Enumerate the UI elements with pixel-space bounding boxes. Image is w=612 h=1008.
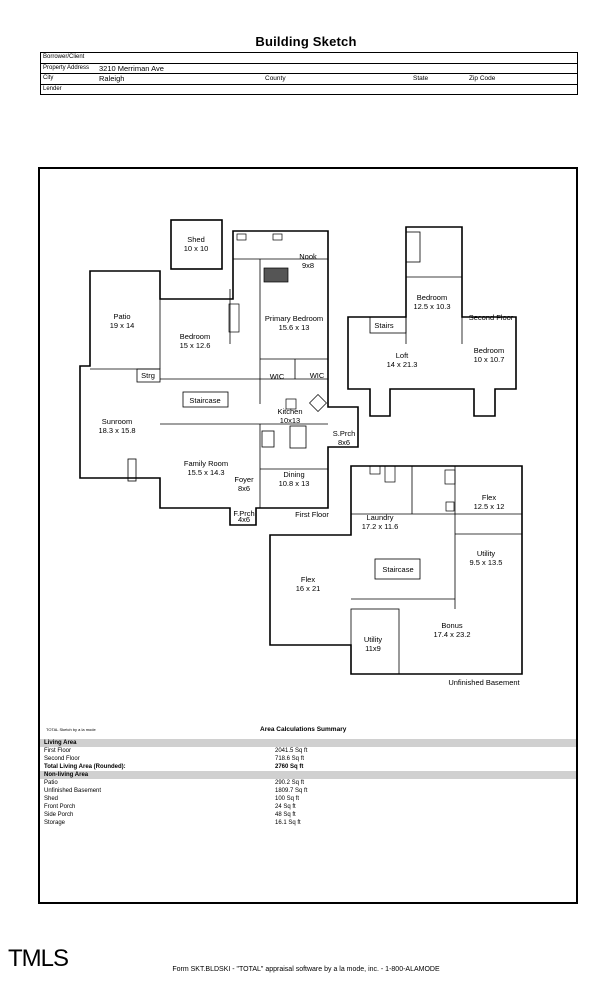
fprch-label: F.Prch xyxy=(233,509,254,518)
wic1-label: WIC xyxy=(270,372,285,381)
utility2-label: Utility xyxy=(364,635,383,644)
bedroom3-dim: 10 x 10.7 xyxy=(474,355,505,364)
bonus-dim: 17.4 x 23.2 xyxy=(433,630,470,639)
address-label: Property Address xyxy=(43,64,90,71)
nonliving-row: Side Porch 48 Sq ft xyxy=(44,812,296,818)
staircase2-label: Staircase xyxy=(382,565,413,574)
staircase1-label: Staircase xyxy=(189,396,220,405)
sketch-frame: Shed 10 x 10 Nook 9x8 Patio 19 x 14 Bedr… xyxy=(38,167,578,904)
first-floor-label: First Floor xyxy=(295,510,329,519)
sprch-dim: 8x6 xyxy=(338,438,350,447)
sunroom-label: Sunroom xyxy=(102,417,132,426)
dining-dim: 10.8 x 13 xyxy=(279,479,310,488)
sunroom-dim: 18.3 x 15.8 xyxy=(98,426,135,435)
nonliving-row: Patio 290.2 Sq ft xyxy=(44,780,305,786)
address-row: Property Address 3210 Merriman Ave xyxy=(41,63,577,74)
total-living-row: Total Living Area (Rounded): 2760 Sq ft xyxy=(44,764,304,770)
bedroom2-label: Bedroom xyxy=(417,293,447,302)
primary-dim: 15.6 x 13 xyxy=(279,323,310,332)
flex2-label: Flex xyxy=(301,575,315,584)
nonliving-row: Unfinished Basement 1809.7 Sq ft xyxy=(44,788,308,794)
fprch-dim: 4x6 xyxy=(238,515,250,524)
laundry-label: Laundry xyxy=(366,513,393,522)
flex2-dim: 16 x 21 xyxy=(296,584,321,593)
state-label: State xyxy=(413,75,429,82)
nook-dim: 9x8 xyxy=(302,261,314,270)
kitchen-dim: 10x13 xyxy=(280,416,300,425)
second-floor-outline xyxy=(347,226,517,417)
basement-label: Unfinished Basement xyxy=(448,678,520,687)
shed-dim: 10 x 10 xyxy=(184,244,209,253)
sprch-label: S.Prch xyxy=(333,429,356,438)
sketch-brand: TOTAL Sketch by a la mode xyxy=(46,727,96,732)
laundry-dim: 17.2 x 11.6 xyxy=(362,522,399,531)
nonliving-row: Storage 16.1 Sq ft xyxy=(44,820,301,826)
foyer-dim: 8x6 xyxy=(238,484,250,493)
city-label: City xyxy=(43,75,54,81)
property-header-table: Borrower/Client Property Address 3210 Me… xyxy=(40,52,578,95)
bedroom1-label: Bedroom xyxy=(180,332,210,341)
city-row: City Raleigh County State Zip Code xyxy=(41,74,577,85)
nonliving-area-header: Non-living Area xyxy=(40,771,576,779)
utility1-label: Utility xyxy=(477,549,496,558)
utility2-dim: 11x9 xyxy=(365,644,381,653)
lender-label: Lender xyxy=(43,85,62,92)
address-value: 3210 Merriman Ave xyxy=(99,63,164,73)
kitchen-label: Kitchen xyxy=(277,407,302,416)
wic2-label: WIC xyxy=(310,371,325,380)
stairs-label: Stairs xyxy=(374,321,393,330)
patio-dim: 19 x 14 xyxy=(110,321,135,330)
second-floor-label: Second Floor xyxy=(469,313,514,322)
borrower-label: Borrower/Client xyxy=(43,54,85,60)
bedroom3-label: Bedroom xyxy=(474,346,504,355)
county-label: County xyxy=(265,75,286,82)
bedroom2-dim: 12.5 x 10.3 xyxy=(413,302,450,311)
summary-title: Area Calculations Summary xyxy=(260,726,347,733)
flex1-dim: 12.5 x 12 xyxy=(474,502,505,511)
dining-label: Dining xyxy=(283,470,304,479)
living-area-header: Living Area xyxy=(40,739,576,747)
first-floor-outline xyxy=(79,230,359,526)
primary-label: Primary Bedroom xyxy=(265,314,323,323)
family-dim: 15.5 x 14.3 xyxy=(187,468,224,477)
zip-label: Zip Code xyxy=(469,75,496,82)
lender-row: Lender xyxy=(41,85,577,95)
page-title: Building Sketch xyxy=(255,34,357,49)
loft-dim: 14 x 21.3 xyxy=(387,360,418,369)
family-label: Family Room xyxy=(184,459,228,468)
patio-label: Patio xyxy=(113,312,130,321)
shed-label: Shed xyxy=(187,235,205,244)
floor-plan: Shed 10 x 10 Nook 9x8 Patio 19 x 14 Bedr… xyxy=(79,219,523,687)
bonus-label: Bonus xyxy=(441,621,463,630)
living-row: First Floor 2041.5 Sq ft xyxy=(44,748,308,754)
strg-label: Strg xyxy=(141,371,155,380)
loft-label: Loft xyxy=(396,351,409,360)
nonliving-row: Shed 100 Sq ft xyxy=(44,796,300,802)
utility1-dim: 9.5 x 13.5 xyxy=(470,558,503,567)
form-footer: Form SKT.BLDSKI - "TOTAL" appraisal soft… xyxy=(172,966,440,973)
area-summary-table: Living Area First Floor 2041.5 Sq ft Sec… xyxy=(40,739,576,827)
foyer-label: Foyer xyxy=(234,475,254,484)
bedroom1-dim: 15 x 12.6 xyxy=(180,341,211,350)
nonliving-row: Front Porch 24 Sq ft xyxy=(44,804,296,810)
city-value: Raleigh xyxy=(99,74,125,83)
borrower-row: Borrower/Client xyxy=(41,53,577,64)
living-row: Second Floor 718.6 Sq ft xyxy=(44,756,305,762)
shed-outline xyxy=(170,219,223,270)
nook-label: Nook xyxy=(299,252,317,261)
tmls-logo: TMLS xyxy=(8,945,69,972)
flex1-label: Flex xyxy=(482,493,496,502)
